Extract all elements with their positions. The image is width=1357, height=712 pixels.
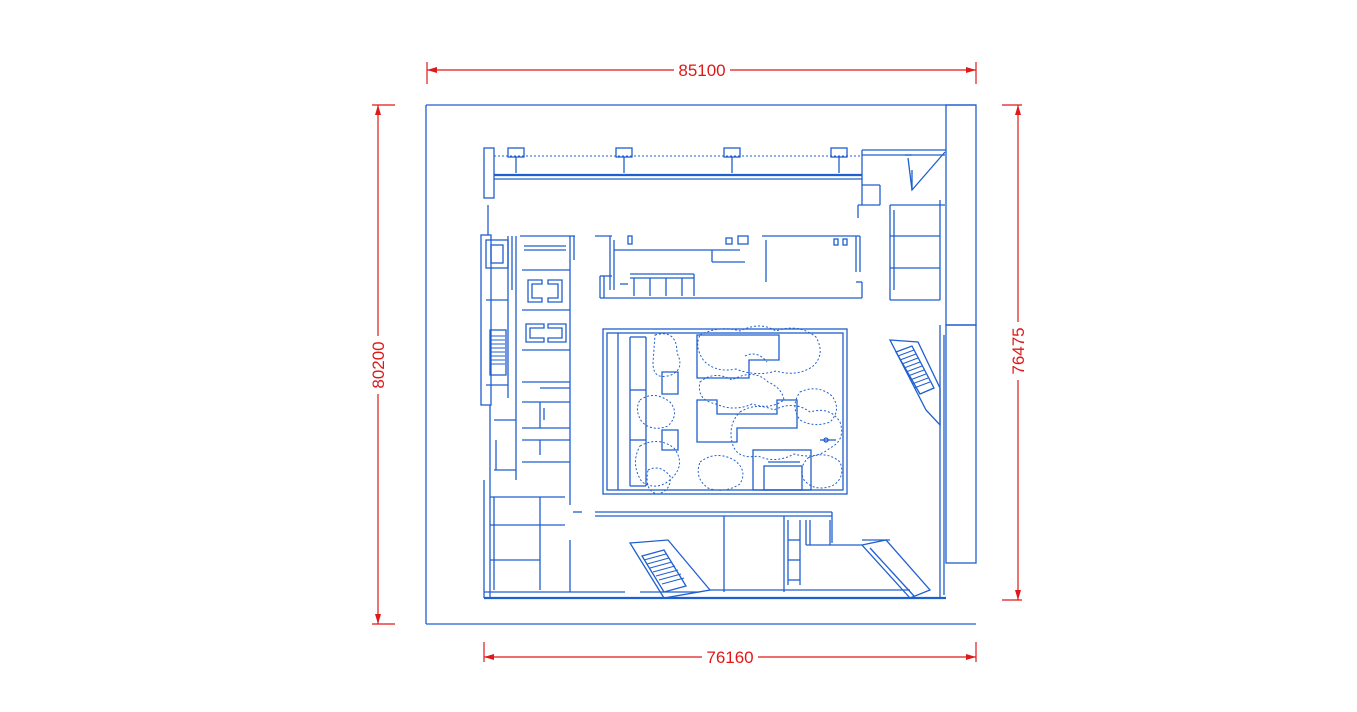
dimension-top: 85100 xyxy=(426,60,977,84)
building-outline xyxy=(480,147,946,600)
bottom-rooms xyxy=(573,511,932,599)
dimension-right: 76475 xyxy=(1002,104,1028,601)
facade-columns xyxy=(507,147,848,173)
dimension-left-label: 80200 xyxy=(369,341,388,388)
stair-right xyxy=(888,339,941,427)
tree-canopies xyxy=(635,325,843,495)
dimension-right-label: 76475 xyxy=(1009,327,1028,374)
corner-rooms-top-right xyxy=(857,151,946,301)
left-rooms xyxy=(485,235,575,592)
dimension-bottom-label: 76160 xyxy=(706,648,753,667)
dimension-left: 80200 xyxy=(368,104,395,625)
dimension-top-label: 85100 xyxy=(678,61,725,80)
top-central-rooms xyxy=(595,235,863,299)
stair-bottom xyxy=(628,539,712,599)
site-boundary xyxy=(425,104,977,625)
dimension-bottom: 76160 xyxy=(483,642,977,667)
courtyard xyxy=(602,325,848,495)
